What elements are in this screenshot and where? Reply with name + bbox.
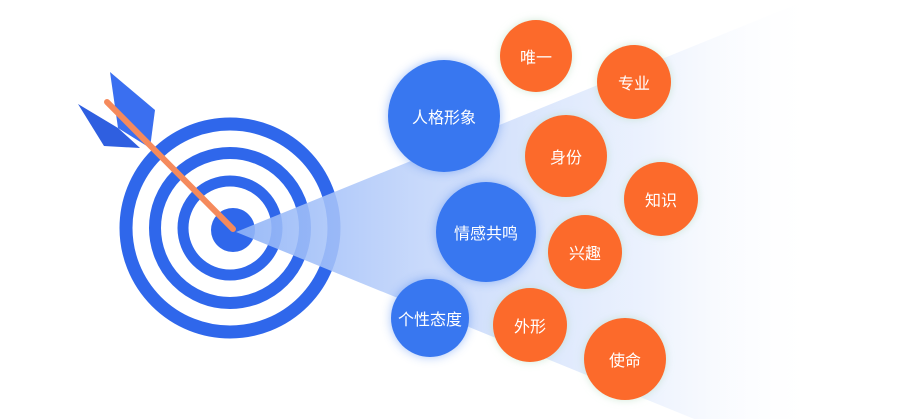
arrow-icon [78,72,236,232]
bubble-label: 使命 [608,351,641,370]
bubble-label: 专业 [617,74,650,93]
bubble-label: 人格形象 [411,108,476,127]
bubble-primary: 个性态度 [391,279,469,357]
bubble-label: 个性态度 [397,310,462,329]
bubble-label: 兴趣 [568,244,601,263]
focus-cone [236,0,921,419]
bubble-secondary: 专业 [597,45,671,119]
bubble-secondary: 兴趣 [548,215,622,289]
bubble-primary: 人格形象 [388,60,500,172]
bubble-label: 情感共鸣 [453,224,518,243]
bubble-secondary: 外形 [493,288,567,362]
bubble-secondary: 使命 [584,318,666,400]
bubble-label: 唯一 [519,48,552,67]
bubble-primary: 情感共鸣 [436,182,536,282]
bubble-secondary: 唯一 [500,20,572,92]
bubble-label: 知识 [644,191,677,210]
bubble-secondary: 知识 [624,162,698,236]
bubble-label: 外形 [513,317,546,336]
bubble-secondary: 身份 [525,115,607,197]
bubble-label: 身份 [549,148,582,167]
